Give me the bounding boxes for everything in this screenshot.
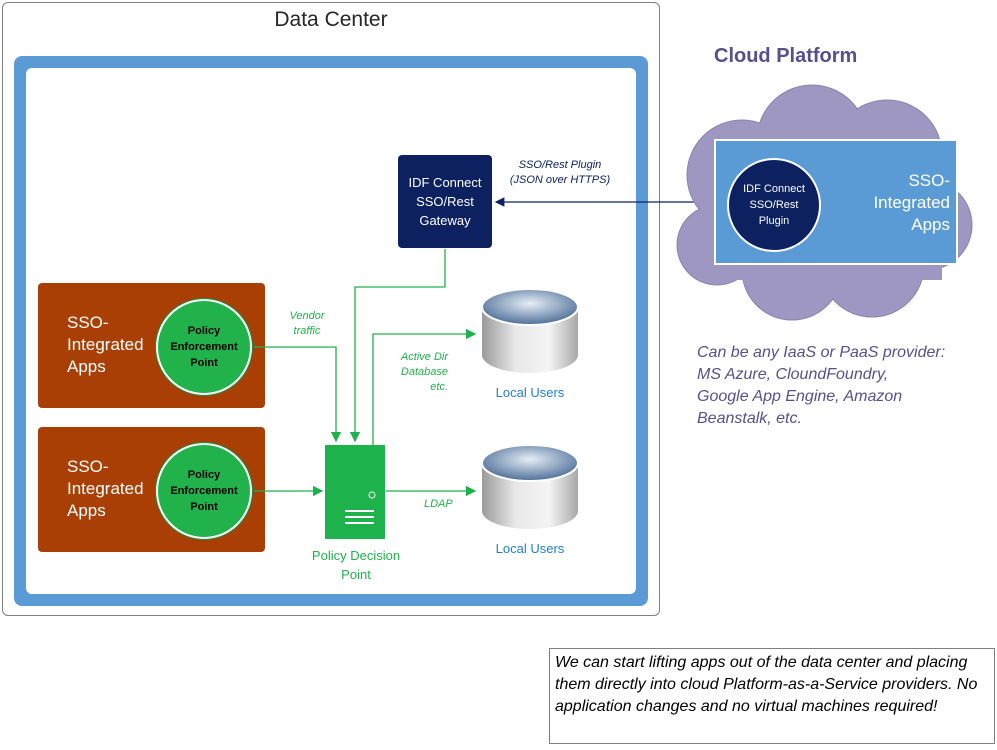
sso-rest-plugin-note: SSO/Rest Plugin (JSON over HTTPS): [490, 158, 630, 188]
ldap-label: LDAP: [424, 498, 453, 510]
edge-label-line: traffic: [293, 325, 321, 337]
plugin-line: Plugin: [758, 215, 790, 227]
app-label-line: Integrated: [67, 335, 144, 354]
provider-note-line: Google App Engine, Amazon: [697, 388, 903, 405]
app-label-line: Integrated: [67, 479, 144, 498]
pep-line: Point: [190, 501, 218, 513]
app-label-line: Apps: [67, 501, 106, 520]
policy-enforcement-point-1: Policy Enforcement Point: [156, 299, 252, 395]
edge-label-line: Vendor: [289, 310, 325, 322]
gateway-line: IDF Connect: [408, 175, 482, 190]
cloud-apps-line: Apps: [911, 215, 950, 234]
database-icon-1: [481, 288, 579, 373]
database-label-2: Local Users: [495, 541, 565, 556]
edge-label-line: Database: [400, 366, 448, 378]
cloud-apps-line: SSO-: [908, 171, 950, 190]
server-icon: [345, 491, 376, 524]
bottom-note: We can start lifting apps out of the dat…: [549, 648, 995, 744]
cloud-sso-apps-label: SSO- Integrated Apps: [830, 170, 950, 236]
plugin-line: IDF Connect: [743, 183, 805, 195]
database-icon-2: [481, 444, 579, 529]
pdp-label: Policy Decision Point: [296, 546, 416, 584]
pdp-label-line: Policy Decision: [311, 548, 401, 563]
app-label-line: SSO-: [67, 313, 109, 332]
plugin-note-line: (JSON over HTTPS): [509, 174, 611, 186]
policy-decision-point-server: [325, 445, 385, 539]
app-label-line: Apps: [67, 357, 106, 376]
pep-line: Policy: [187, 325, 221, 337]
idf-connect-plugin: IDF Connect SSO/Rest Plugin: [727, 158, 821, 252]
edge-label-line: etc.: [430, 381, 448, 393]
gateway-line: Gateway: [419, 213, 471, 228]
database-label-1: Local Users: [495, 385, 565, 400]
cloud-apps-line: Integrated: [873, 193, 950, 212]
vendor-traffic-label: Vendor traffic: [282, 309, 332, 339]
pep-line: Enforcement: [170, 341, 238, 353]
provider-note-line: MS Azure, CloundFoundry,: [697, 366, 889, 383]
pep-label-2: Policy Enforcement Point: [170, 467, 237, 515]
policy-enforcement-point-2: Policy Enforcement Point: [156, 443, 252, 539]
provider-note-line: Can be any IaaS or PaaS provider:: [697, 344, 946, 361]
data-center-title: Data Center: [274, 8, 388, 31]
app-label-line: SSO-: [67, 457, 109, 476]
sso-apps-label-1: SSO- Integrated Apps: [67, 312, 144, 378]
plugin-line: SSO/Rest: [749, 199, 799, 211]
pep-label-1: Policy Enforcement Point: [170, 323, 237, 371]
provider-note-line: Beanstalk, etc.: [697, 410, 802, 427]
edge-label-line: Active Dir: [400, 351, 448, 363]
pdp-label-line: Point: [341, 567, 371, 582]
gateway-line: SSO/Rest: [416, 194, 474, 209]
plugin-note-line: SSO/Rest Plugin: [518, 159, 602, 171]
cloud-platform-title: Cloud Platform: [714, 45, 858, 67]
active-dir-label: Active Dir Database etc.: [380, 350, 448, 395]
sso-apps-label-2: SSO- Integrated Apps: [67, 456, 144, 522]
pep-line: Enforcement: [170, 485, 238, 497]
provider-note: Can be any IaaS or PaaS provider: MS Azu…: [697, 342, 987, 430]
pep-line: Point: [190, 357, 218, 369]
pep-line: Policy: [187, 469, 221, 481]
idf-connect-gateway: IDF Connect SSO/Rest Gateway: [398, 155, 492, 248]
